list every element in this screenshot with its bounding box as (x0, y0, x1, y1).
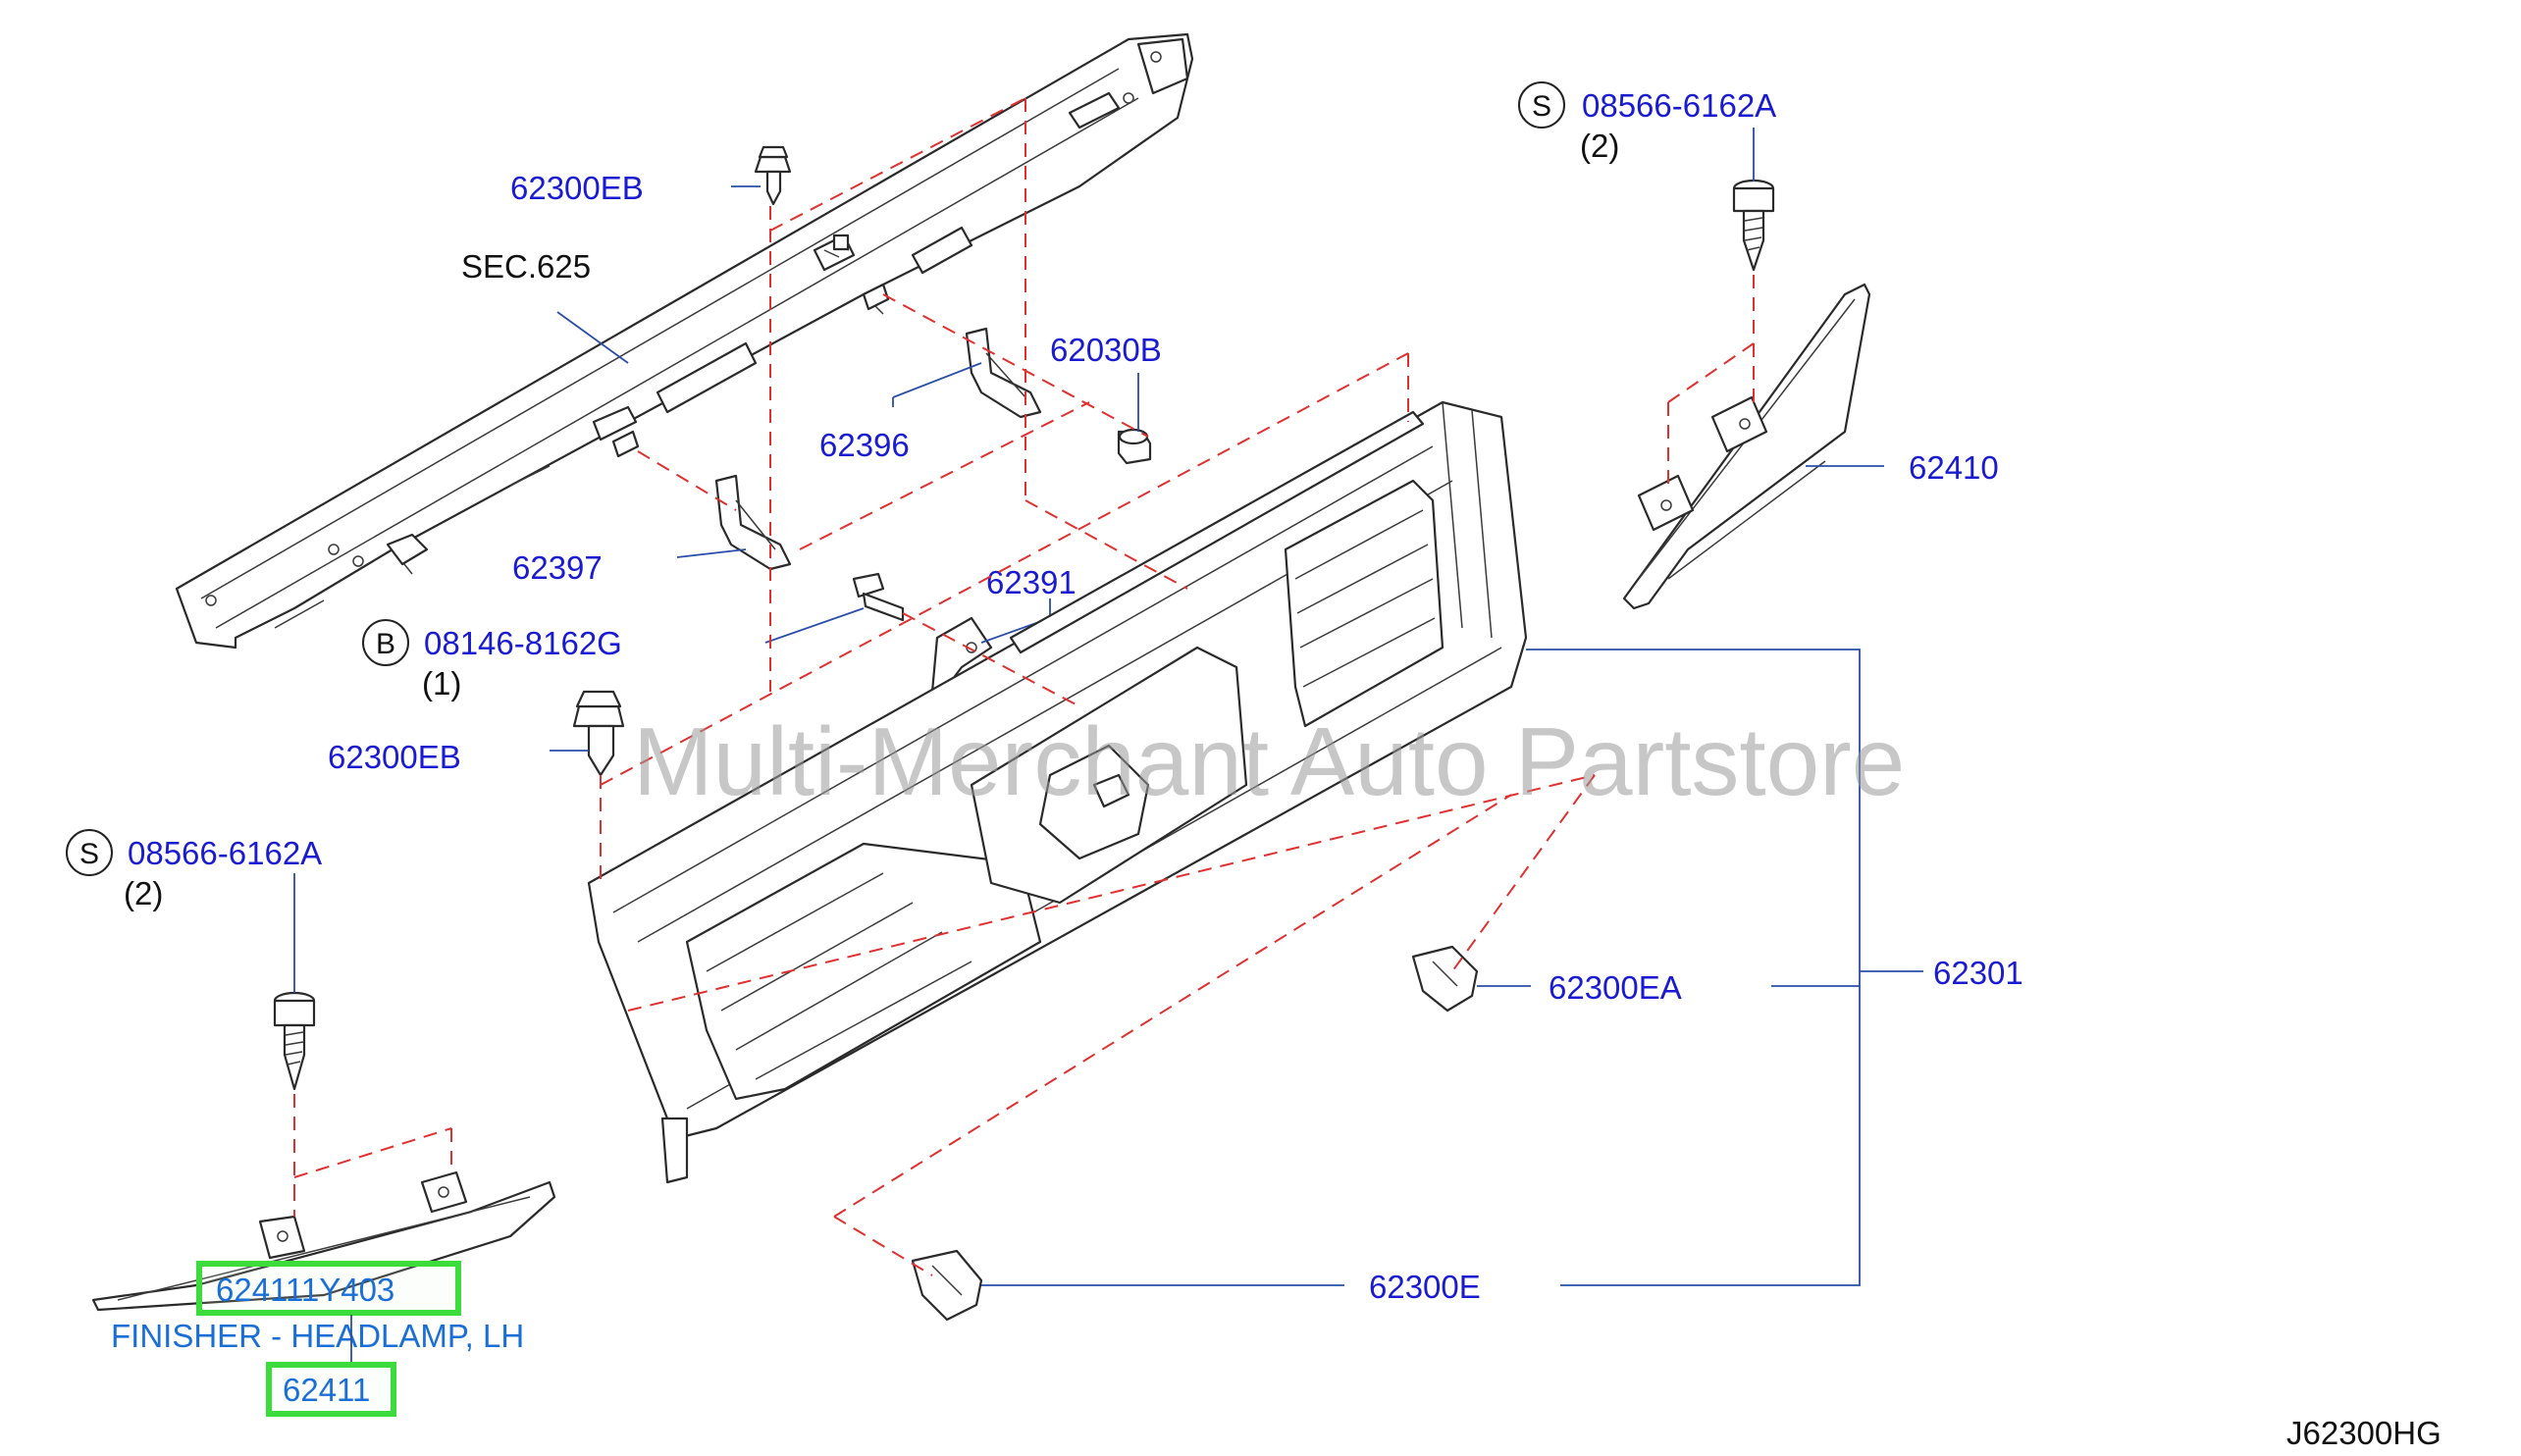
label-sec625: SEC.625 (461, 248, 591, 285)
badge-s-right (1518, 81, 1565, 129)
label-62300eb-top: 62300EB (510, 170, 644, 206)
nut-62030b (1117, 428, 1152, 465)
leader-sec625 (556, 311, 629, 364)
leader-bolt-08146 (764, 607, 865, 644)
label-screw-left: 08566-6162A (128, 835, 322, 871)
finisher-62411 (91, 1170, 556, 1312)
bracket-62397 (714, 474, 792, 571)
label-screw-right: 08566-6162A (1582, 87, 1776, 124)
label-screw-right-qty: (2) (1580, 128, 1619, 164)
label-62410: 62410 (1909, 449, 1999, 486)
badge-s-left (66, 829, 113, 876)
stud-upper (862, 283, 890, 311)
bracket-62396 (965, 327, 1042, 419)
label-bolt-08146: 08146-8162G (424, 625, 622, 661)
leader-62301 (1526, 649, 1923, 1286)
label-62300eb-mid: 62300EB (328, 739, 461, 775)
label-62300ea: 62300EA (1549, 969, 1682, 1006)
label-62301: 62301 (1933, 955, 2023, 991)
label-screw-left-qty: (2) (124, 875, 163, 911)
screw-08566-right (1732, 179, 1775, 272)
label-bolt-08146-qty: (1) (422, 665, 461, 702)
label-62396: 62396 (819, 427, 910, 463)
label-62391: 62391 (986, 564, 1077, 600)
label-62300e: 62300E (1369, 1269, 1481, 1305)
bolt-08146 (852, 572, 905, 622)
screw-08566-left (273, 991, 316, 1091)
label-62030b: 62030B (1050, 332, 1162, 368)
stud-lower (611, 430, 640, 458)
radiator-core-support (175, 32, 1194, 650)
highlight-624111y403[interactable] (196, 1261, 461, 1316)
badge-s-left-letter: S (79, 838, 99, 870)
badge-s-right-letter: S (1532, 90, 1551, 123)
label-62397: 62397 (512, 549, 603, 586)
fastener-62300e (911, 1249, 983, 1322)
finisher-62410 (1622, 283, 1871, 610)
clip-62300eb-mid (572, 690, 625, 777)
label-62411[interactable]: 62411 (283, 1372, 370, 1408)
label-624111y403[interactable]: 624111Y403 (216, 1272, 394, 1308)
label-finisher-desc: FINISHER - HEADLAMP, LH (111, 1318, 524, 1354)
dashed-guides (293, 97, 1755, 1276)
fastener-62300ea (1411, 945, 1479, 1013)
clip-62300eb-top (754, 145, 792, 206)
grille-62301 (587, 400, 1528, 1184)
leader-62396 (892, 362, 982, 407)
badge-b (362, 619, 409, 666)
badge-b-letter: B (376, 628, 395, 660)
highlight-62411[interactable] (266, 1362, 396, 1417)
watermark: Multi-Merchant Auto Partstore (633, 707, 1905, 815)
diagram-code: J62300HG (2286, 1415, 2442, 1451)
leader-62397 (676, 548, 747, 558)
